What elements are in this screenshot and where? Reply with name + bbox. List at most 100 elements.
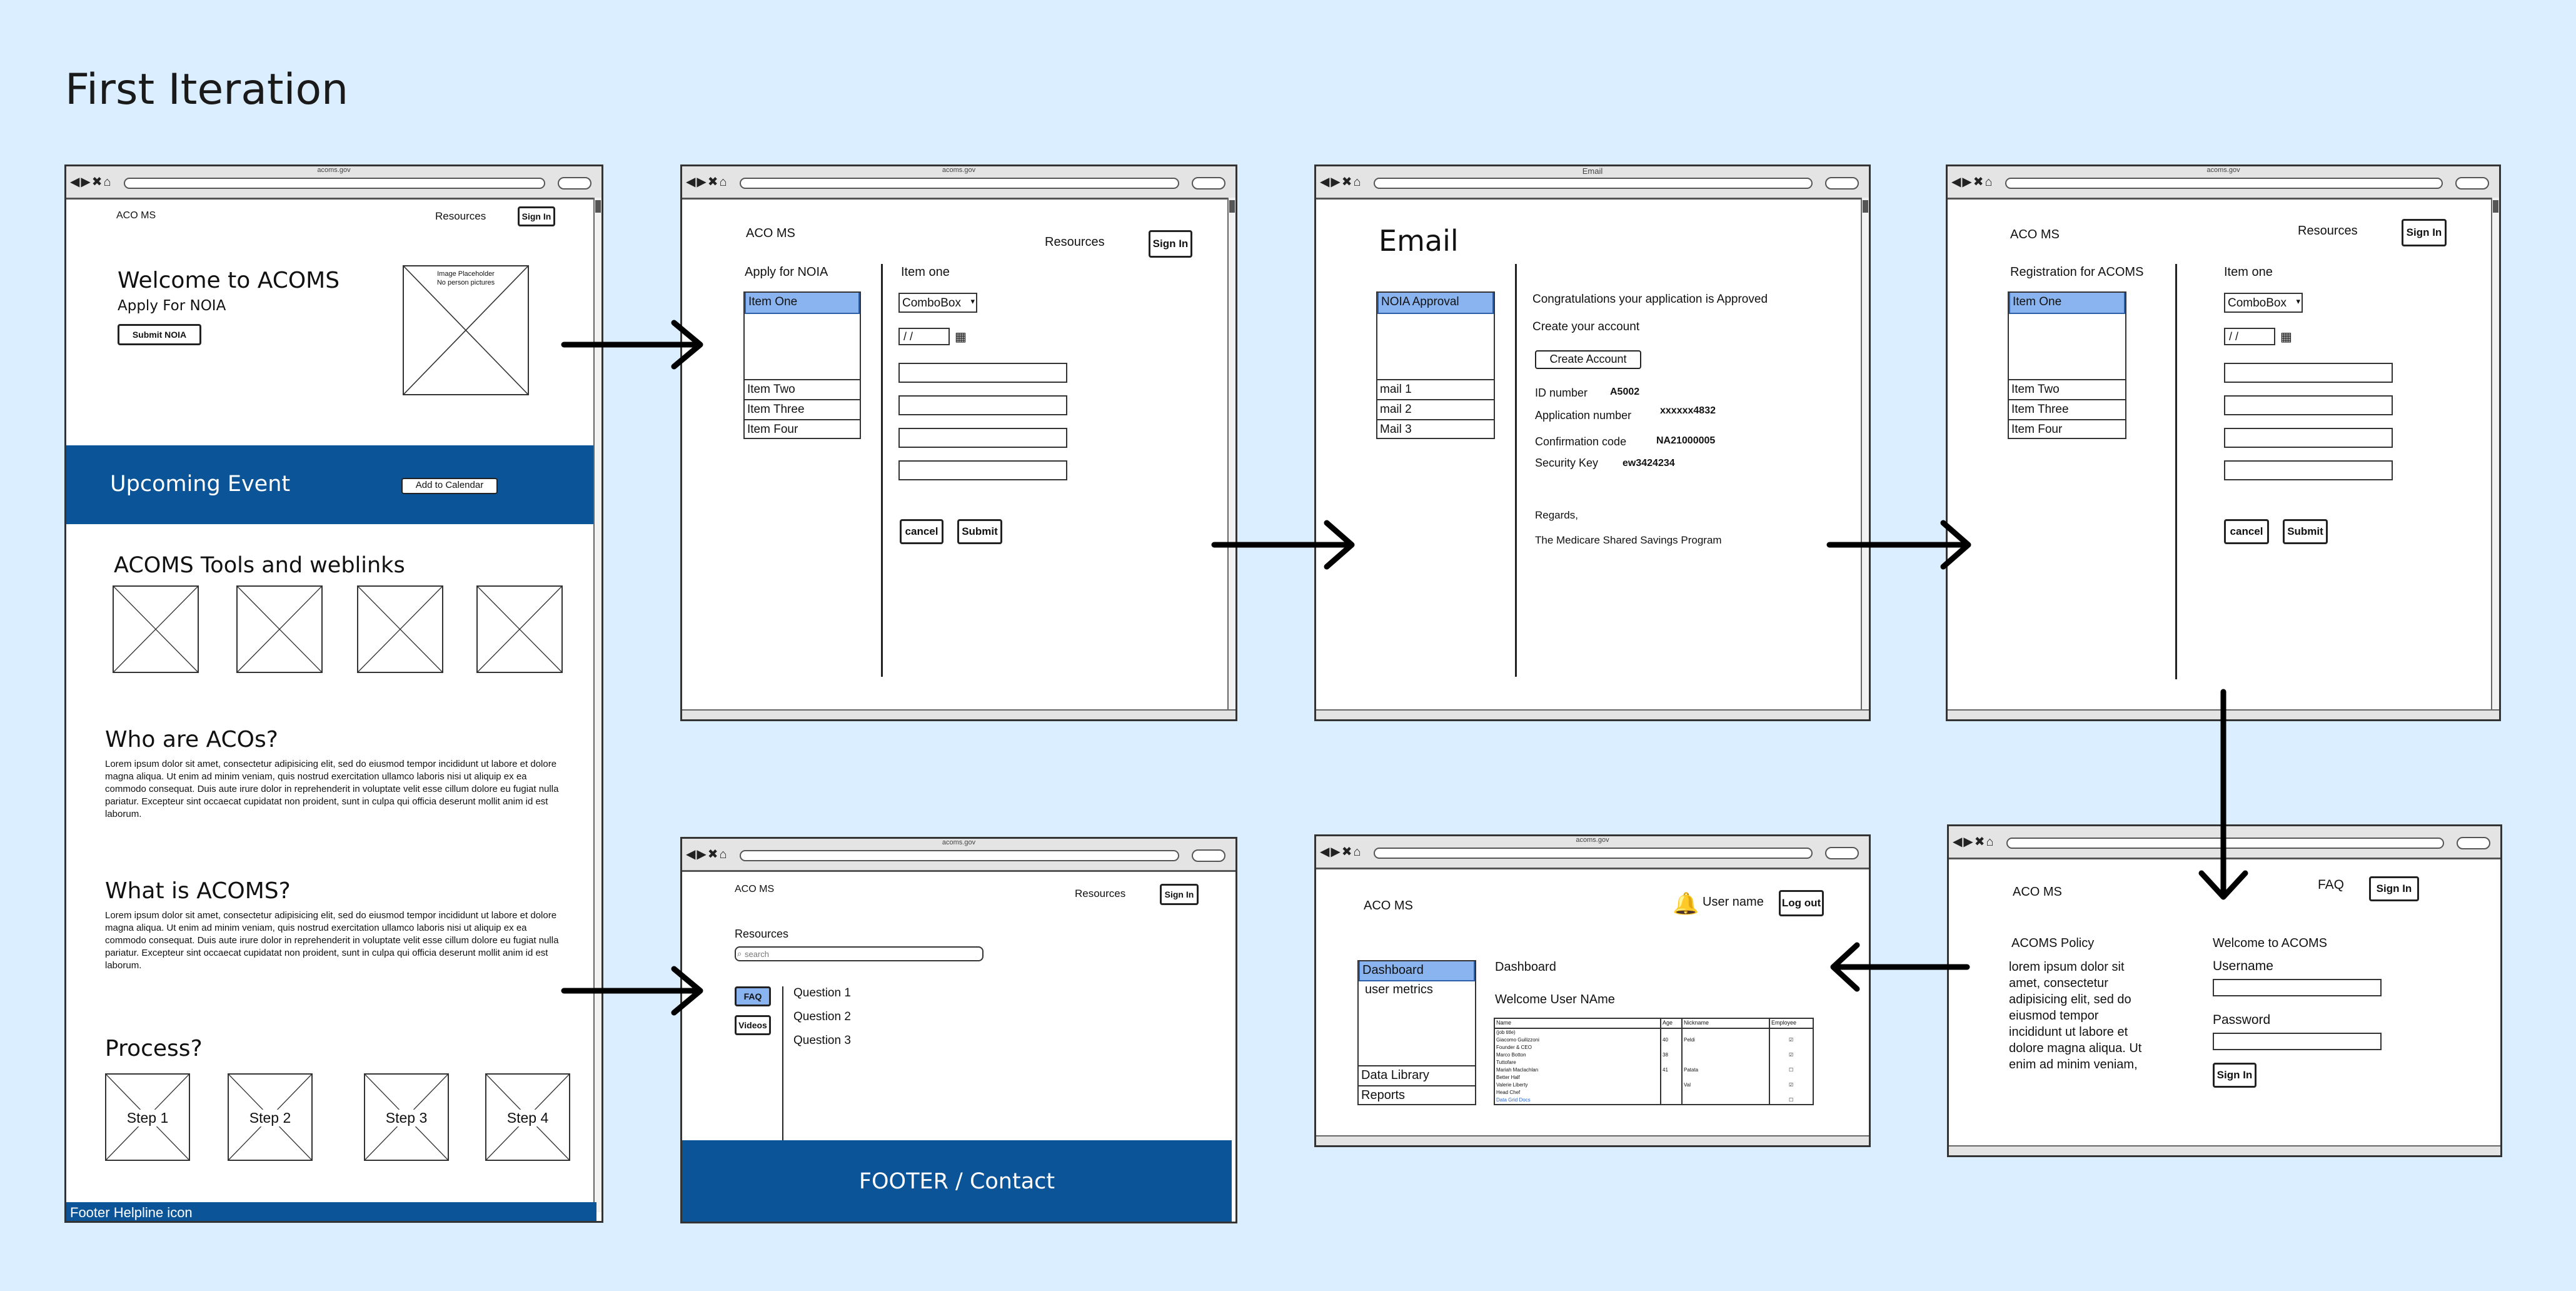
item-list[interactable]: Item One Item Two Item Three Item Four [743, 291, 861, 439]
employee-checkbox[interactable]: ☑ [1789, 1082, 1794, 1088]
tab-faq[interactable]: FAQ [735, 986, 771, 1006]
nav-reports[interactable]: Reports [1359, 1085, 1475, 1105]
resources-link[interactable]: Resources [1045, 235, 1105, 249]
browser-nav-icons[interactable]: ◀▶✖⌂ [70, 175, 113, 189]
data-grid[interactable]: Name Age Nickname Employee (job title)Gi… [1494, 1018, 1814, 1105]
employee-checkbox[interactable]: ☐ [1789, 1097, 1794, 1103]
submit-button[interactable]: Submit [957, 519, 1002, 544]
browser-search[interactable] [2457, 837, 2490, 849]
list-item[interactable]: NOIA Approval [1377, 293, 1494, 314]
log-out-button[interactable]: Log out [1779, 890, 1824, 916]
scrollbar[interactable] [1861, 198, 1869, 711]
text-field-4[interactable] [2224, 460, 2393, 480]
address-bar[interactable] [740, 850, 1179, 861]
column-header[interactable]: Age [1663, 1020, 1673, 1026]
sign-in-button[interactable]: Sign In [1149, 230, 1192, 258]
employee-checkbox[interactable]: ☑ [1789, 1052, 1794, 1058]
browser-nav-icons[interactable]: ◀▶✖⌂ [686, 175, 728, 189]
faq-question[interactable]: Question 2 [793, 1010, 851, 1023]
browser-nav-icons[interactable]: ◀▶✖⌂ [1951, 175, 1994, 189]
browser-nav-icons[interactable]: ◀▶✖⌂ [1953, 835, 1995, 849]
column-header[interactable]: Nickname [1684, 1020, 1709, 1026]
sign-in-button[interactable]: Sign In [2402, 219, 2447, 246]
password-field[interactable] [2213, 1033, 2382, 1050]
resources-link[interactable]: Resources [435, 210, 486, 222]
scrollbar[interactable] [593, 198, 601, 1212]
list-item[interactable]: Item One [745, 293, 860, 314]
combo-box[interactable]: ComboBox ▾ [2224, 293, 2303, 313]
list-item[interactable]: mail 1 [1377, 379, 1494, 399]
address-bar[interactable] [124, 178, 545, 189]
browser-search[interactable] [1825, 847, 1859, 859]
faq-question[interactable]: Question 3 [793, 1034, 851, 1047]
list-item[interactable]: Item Two [2009, 379, 2125, 399]
submit-button[interactable]: Submit [2283, 519, 2328, 544]
browser-nav-icons[interactable]: ◀▶✖⌂ [1320, 845, 1362, 859]
list-item[interactable]: Item Three [745, 399, 860, 419]
list-item[interactable]: Item One [2009, 293, 2125, 314]
resources-link[interactable]: Resources [1075, 888, 1126, 899]
sign-in-button[interactable]: Sign In [1160, 884, 1199, 905]
cancel-button[interactable]: cancel [900, 519, 943, 544]
mail-list[interactable]: NOIA Approval mail 1 mail 2 Mail 3 [1376, 291, 1495, 439]
text-field-1[interactable] [2224, 363, 2393, 383]
nav-data-library[interactable]: Data Library [1359, 1065, 1475, 1085]
browser-search[interactable] [1192, 849, 1225, 862]
item-list[interactable]: Item One Item Two Item Three Item Four [2008, 291, 2126, 439]
footer-helpline[interactable]: Footer Helpline icon [70, 1205, 193, 1220]
browser-search[interactable] [1192, 177, 1225, 190]
tool-link-1[interactable] [113, 585, 199, 673]
calendar-icon[interactable]: ▦ [2280, 330, 2292, 344]
text-field-1[interactable] [898, 363, 1067, 383]
sign-in-button[interactable]: Sign In [518, 206, 555, 226]
date-field[interactable]: / / [2224, 328, 2275, 345]
browser-search[interactable] [1825, 177, 1859, 190]
list-item[interactable]: Item Four [745, 419, 860, 439]
add-to-calendar-button[interactable]: Add to Calendar [401, 478, 498, 494]
dashboard-nav[interactable]: Dashboard user metrics Data Library Repo… [1357, 960, 1476, 1105]
browser-search[interactable] [2455, 177, 2489, 190]
browser-nav-icons[interactable]: ◀▶✖⌂ [1320, 175, 1362, 189]
list-item[interactable]: Item Four [2009, 419, 2125, 439]
column-header[interactable]: Employee [1771, 1020, 1797, 1026]
sign-in-submit-button[interactable]: Sign In [2213, 1063, 2257, 1088]
tool-link-4[interactable] [476, 585, 563, 673]
text-field-4[interactable] [898, 460, 1067, 480]
submit-noia-button[interactable]: Submit NOIA [118, 324, 201, 345]
faq-question[interactable]: Question 1 [793, 986, 851, 1000]
list-item[interactable]: Item Three [2009, 399, 2125, 419]
scrollbar[interactable] [2491, 198, 2499, 711]
create-account-button[interactable]: Create Account [1535, 350, 1641, 369]
list-item[interactable]: mail 2 [1377, 399, 1494, 419]
browser-search[interactable] [558, 177, 591, 190]
text-field-3[interactable] [2224, 428, 2393, 448]
address-bar[interactable] [1374, 178, 1813, 189]
address-bar[interactable] [1374, 848, 1813, 859]
date-field[interactable]: / / [898, 328, 950, 345]
column-header[interactable]: Name [1496, 1020, 1512, 1026]
calendar-icon[interactable]: ▦ [955, 330, 967, 344]
employee-checkbox[interactable]: ☑ [1789, 1037, 1794, 1043]
resources-link[interactable]: Resources [2298, 224, 2358, 238]
tool-link-3[interactable] [357, 585, 443, 673]
combo-box[interactable]: ComboBox ▾ [898, 293, 977, 313]
footer-contact[interactable]: FOOTER / Contact [858, 1169, 1055, 1194]
cancel-button[interactable]: cancel [2224, 519, 2269, 544]
username-field[interactable] [2213, 979, 2382, 996]
list-item[interactable]: Mail 3 [1377, 419, 1494, 439]
text-field-3[interactable] [898, 428, 1067, 448]
text-field-2[interactable] [898, 395, 1067, 415]
tab-videos[interactable]: Videos [735, 1015, 771, 1035]
address-bar[interactable] [2005, 178, 2443, 189]
sign-in-button[interactable]: Sign In [2369, 876, 2419, 901]
address-bar[interactable] [2006, 838, 2444, 849]
nav-dashboard[interactable]: Dashboard [1359, 961, 1475, 981]
bell-icon[interactable]: 🔔 [1673, 892, 1699, 916]
list-item[interactable]: Item Two [745, 379, 860, 399]
browser-nav-icons[interactable]: ◀▶✖⌂ [686, 848, 728, 861]
employee-checkbox[interactable]: ☐ [1789, 1067, 1794, 1073]
text-field-2[interactable] [2224, 395, 2393, 415]
tool-link-2[interactable] [236, 585, 323, 673]
address-bar[interactable] [740, 178, 1179, 189]
search-input[interactable]: ⌕ search [735, 946, 984, 961]
